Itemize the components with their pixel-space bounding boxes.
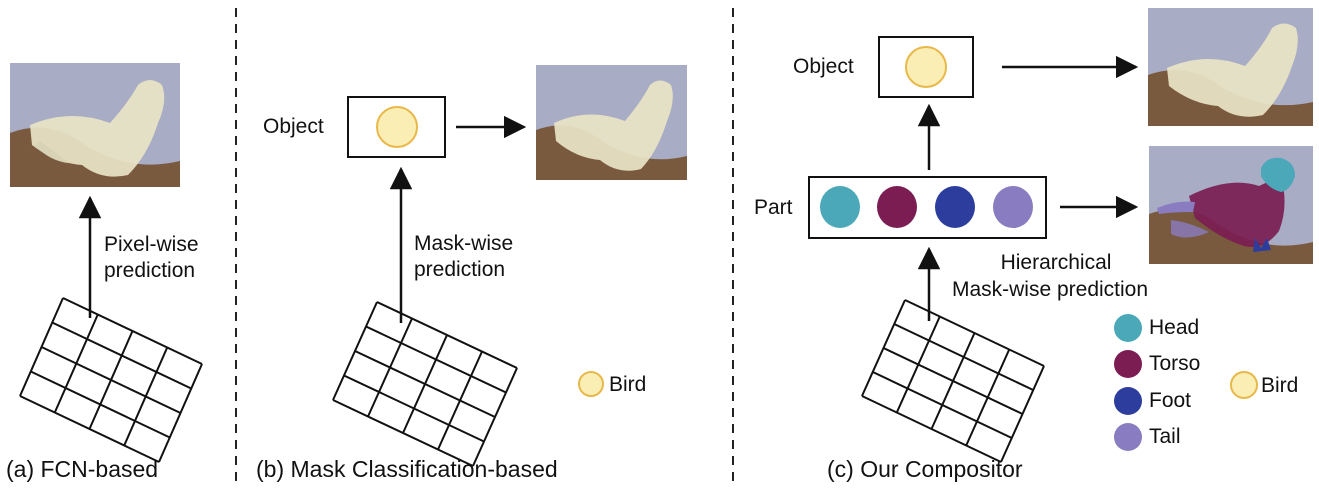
panel-c-bird-query-circle (905, 46, 947, 88)
legend-foot-swatch (1114, 387, 1142, 415)
panel-b-caption: (b) Mask Classification-based (256, 456, 558, 482)
panel-c-feature-grid (861, 299, 1045, 463)
panel-a-arrow-label-line1: Pixel-wise (104, 233, 199, 256)
panel-b-legend-bird-label: Bird (609, 373, 647, 396)
legend-head-label: Head (1149, 316, 1200, 339)
panel-a-caption: (a) FCN-based (6, 456, 159, 482)
legend-tail-label: Tail (1149, 425, 1181, 448)
panel-a-feature-grid (19, 297, 203, 463)
panel-a-bird-image (10, 63, 180, 187)
legend-torso-swatch (1114, 350, 1142, 378)
panel-c-arrow-label-line2: Mask-wise prediction (951, 278, 1149, 301)
panel-c-tail-query-circle (993, 186, 1033, 228)
panel-b-arrow-label-line2: prediction (414, 258, 506, 281)
panel-c-arrow-label-line1: Hierarchical (1000, 251, 1112, 274)
legend-tail-swatch (1114, 423, 1142, 451)
panel-b-object-label: Object (263, 115, 324, 138)
legend-bird-swatch (1230, 371, 1258, 399)
panel-c-object-label: Object (793, 55, 854, 78)
panel-b-legend-bird-swatch (578, 371, 604, 397)
legend-torso-label: Torso (1149, 352, 1201, 375)
panel-a-arrow-label-line2: prediction (104, 259, 196, 282)
panel-b-bird-image (536, 65, 687, 180)
legend-head-swatch (1114, 314, 1142, 342)
panel-c-torso-query-circle (877, 186, 917, 228)
panel-c-object-bird-image (1148, 8, 1313, 126)
legend-foot-label: Foot (1149, 389, 1192, 412)
legend-bird-label: Bird (1261, 374, 1299, 397)
panel-c-part-label: Part (754, 196, 793, 219)
panel-b-bird-query-circle (376, 106, 418, 148)
panel-c-part-bird-image (1149, 146, 1313, 264)
panel-c-head-query-circle (820, 186, 860, 228)
panel-c-caption: (c) Our Compositor (827, 456, 1023, 482)
panel-c-foot-query-circle (935, 186, 975, 228)
panel-b-arrow-label-line1: Mask-wise (414, 232, 514, 255)
panel-b-feature-grid (332, 301, 518, 467)
